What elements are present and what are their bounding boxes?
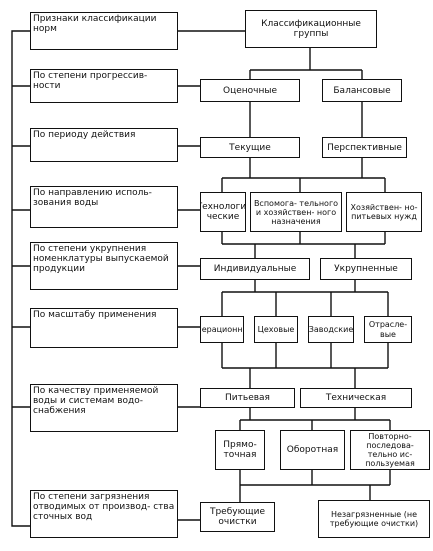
group-workshop: Цеховые: [254, 316, 298, 343]
group-auxiliary: Вспомога- тельного и хозяйствен- ного на…: [250, 192, 342, 232]
criterion-header: Признаки классификации норм: [30, 12, 178, 50]
group-enlarged: Укрупненные: [320, 258, 412, 280]
groups-header: Классификационные группы: [245, 10, 377, 48]
criterion-scale: По масштабу применения: [30, 308, 178, 348]
group-household: Хозяйствен- но-питьевых нужд: [346, 192, 422, 232]
group-operational: Операционные: [200, 316, 244, 343]
group-no-treatment: Незагрязненные (не требующие очистки): [318, 500, 430, 538]
criterion-nomenclature: По степени укрупнения номенклатуры выпус…: [30, 242, 178, 290]
criterion-progressiveness: По степени прогрессив- ности: [30, 69, 178, 103]
group-industry: Отрасле- вые: [364, 316, 412, 343]
group-technological: Технологи- ческие: [200, 192, 246, 232]
group-perspective: Перспективные: [322, 137, 407, 158]
left-spine: [11, 30, 30, 527]
criterion-period: По периоду действия: [30, 128, 178, 162]
group-sequential: Повторно- последова- тельно ис- пользуем…: [350, 430, 430, 470]
criterion-water-quality: По качеству применяемой воды и системам …: [30, 384, 178, 432]
criterion-pollution: По степени загрязнения отводимых от прои…: [30, 490, 178, 538]
group-individual: Индивидуальные: [200, 258, 310, 280]
group-recirculating: Оборотная: [280, 430, 345, 470]
group-requires-treatment: Требующие очистки: [200, 502, 275, 532]
group-potable: Питьевая: [200, 388, 295, 408]
group-technical: Техническая: [300, 388, 412, 408]
group-plant: Заводские: [308, 316, 354, 343]
group-balance: Балансовые: [322, 79, 402, 102]
group-estimate: Оценочные: [200, 79, 300, 102]
group-direct-flow: Прямо- точная: [215, 430, 265, 470]
group-current: Текущие: [200, 137, 300, 158]
criterion-usage: По направлению исполь- зования воды: [30, 186, 178, 228]
